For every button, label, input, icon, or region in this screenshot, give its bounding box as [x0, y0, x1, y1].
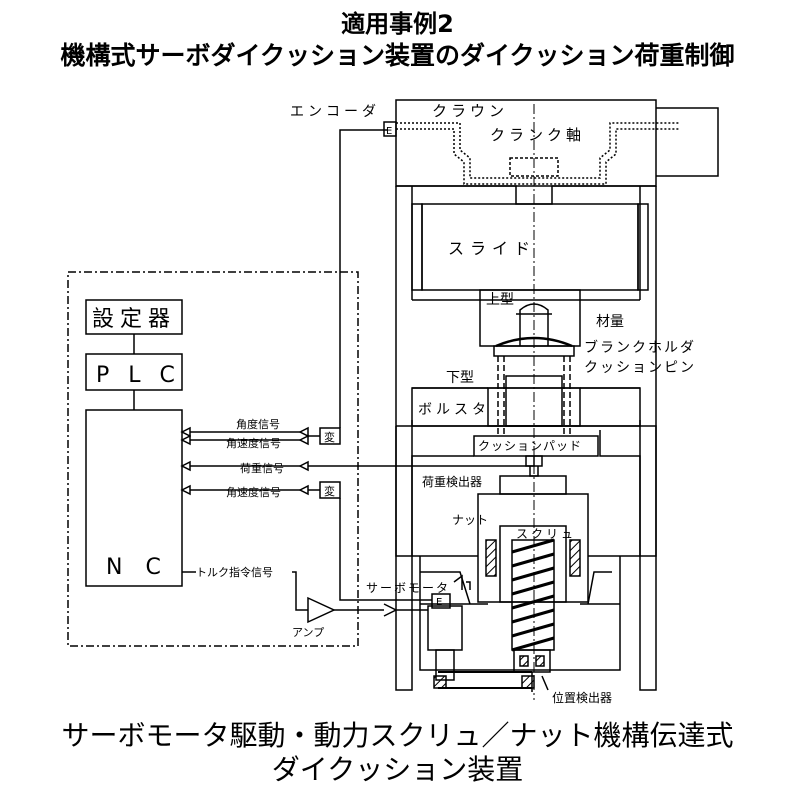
label-plc: P L C: [96, 363, 181, 388]
caption-line-2: ダイクッション装置: [271, 753, 524, 786]
label-upper-die: 上型: [486, 292, 514, 308]
control-panel-border: [67, 271, 359, 647]
encoder-signal-line: [339, 129, 388, 428]
label-angular-velocity-signal-2: 角速度信号: [226, 485, 281, 499]
label-encoder: エンコーダ: [290, 104, 380, 120]
label-lower-die: 下型: [446, 370, 474, 386]
label-torque-command-signal: トルク指令信号: [196, 565, 273, 579]
frame-left: [395, 186, 413, 691]
punch: [519, 303, 549, 346]
blank-holder: [493, 345, 575, 357]
label-load-detector: 荷重検出器: [422, 475, 482, 489]
label-amp: アンプ: [292, 626, 324, 639]
frame-left-upper: [396, 185, 656, 205]
signal-lines: [180, 426, 309, 496]
label-load-signal: 荷重信号: [240, 461, 284, 475]
amp-triangle: [307, 596, 336, 624]
title-line-1: 適用事例2: [341, 10, 454, 38]
load-signal-line: [308, 456, 535, 467]
screw-threads: [511, 538, 555, 652]
nc-box: [85, 409, 183, 587]
lower-frame: [412, 555, 640, 671]
crown-right-bracket: [656, 107, 719, 177]
crown-block: [395, 99, 657, 187]
drive-belt: [438, 671, 532, 689]
label-servo-motor: サーボモータ: [366, 581, 450, 595]
label-setter: 設定器: [92, 307, 176, 332]
label-converter-2: 変: [324, 484, 335, 498]
material-sheet: [495, 336, 573, 348]
label-nc: N C: [106, 555, 169, 580]
label-bolster: ボルスタ: [418, 402, 490, 418]
motor-encoder-line: [339, 498, 432, 601]
servo-motor-encoder: [431, 593, 451, 609]
label-position-detector: 位置検出器: [552, 690, 612, 705]
label-encoder-mark: E: [386, 126, 392, 137]
crankshaft-path: [396, 122, 680, 179]
title-line-2: 機構式サーボダイクッション装置のダイクッション荷重制御: [60, 41, 735, 70]
label-nut: ナット: [452, 513, 488, 527]
label-material: 材量: [596, 314, 624, 330]
label-screw: スクリュ: [516, 527, 576, 541]
slide-gib-left: [411, 203, 423, 291]
label-motor-encoder-mark: E: [436, 597, 442, 608]
label-crown: クラウン: [432, 102, 508, 120]
bearing-left: [485, 539, 497, 577]
bearing-right: [569, 539, 581, 577]
label-angle-signal: 角度信号: [236, 417, 280, 431]
label-angular-velocity-signal-1: 角速度信号: [226, 436, 281, 450]
caption-line-1: サーボモータ駆動・動力スクリュ／ナット機構伝達式: [61, 719, 734, 752]
label-cushion-pin: クッションピン: [584, 360, 696, 376]
servo-motor-body: [427, 605, 463, 651]
label-blank-holder: ブランクホルダ: [584, 339, 696, 356]
encoder-box: [383, 121, 397, 137]
nut-housing: [499, 475, 567, 495]
label-cushion-pad: クッションパッド: [478, 439, 582, 453]
label-crankshaft: クランク軸: [490, 126, 585, 144]
slide-gib-right: [637, 203, 649, 291]
label-slide: スライド: [448, 239, 536, 258]
label-converter-1: 変: [324, 430, 335, 444]
